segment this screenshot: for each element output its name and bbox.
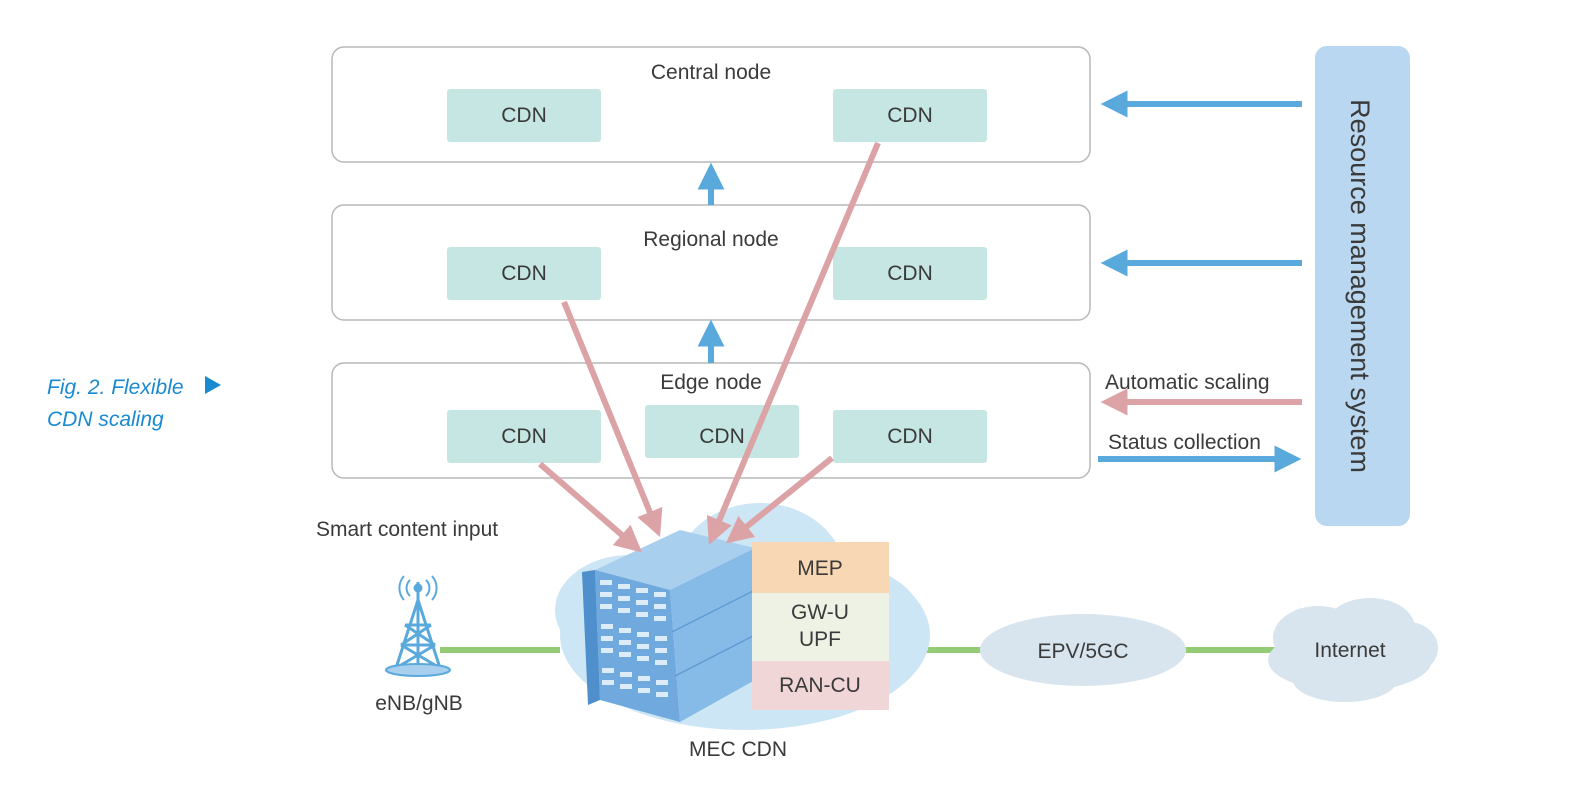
server-rack-icon (582, 530, 756, 722)
core-network-ellipse (980, 614, 1186, 686)
resource-management-label: Resource management system (1345, 99, 1375, 473)
arrow-regional-cdn-to-mec (561, 300, 663, 537)
arrow-edge-cdn-left-to-mec (538, 461, 643, 553)
cdn-label: CDN (501, 262, 547, 285)
regional-node-title: Regional node (643, 228, 778, 251)
cdn-label: CDN (501, 425, 547, 448)
central-node-title: Central node (651, 61, 771, 84)
gwu-label: GW-U (791, 601, 849, 624)
cdn-label: CDN (887, 104, 933, 127)
cloud-icon (1268, 598, 1438, 702)
upf-label: UPF (799, 628, 841, 651)
caption-line-2: CDN scaling (47, 408, 164, 431)
cdn-box (833, 247, 987, 300)
core-network-label: EPV/5GC (1037, 640, 1128, 663)
central-node: Central node CDN CDN (331, 46, 1091, 163)
cdn-box (833, 89, 987, 142)
edge-node-title: Edge node (660, 371, 762, 394)
cdn-label: CDN (887, 262, 933, 285)
regional-node: Regional node CDN CDN (331, 204, 1091, 321)
cdn-label: CDN (699, 425, 745, 448)
mec-cdn-label: MEC CDN (689, 738, 787, 761)
cdn-box (447, 89, 601, 142)
base-station-label: eNB/gNB (375, 692, 463, 715)
arrow-central-cdn-to-mec (706, 141, 881, 545)
internet-label: Internet (1314, 639, 1385, 662)
figure-caption: Fig. 2. Flexible CDN scaling (47, 372, 207, 436)
cdn-box (447, 247, 601, 300)
mep-label: MEP (797, 557, 843, 580)
arrow-edge-cdn-right-to-mec (725, 455, 834, 544)
cdn-box (833, 410, 987, 463)
cdn-box (447, 410, 601, 463)
cdn-label: CDN (501, 104, 547, 127)
gwu-upf-box (752, 593, 889, 661)
cdn-label: CDN (887, 425, 933, 448)
smart-content-input-label: Smart content input (316, 518, 498, 541)
caption-line-1: Fig. 2. Flexible (47, 376, 184, 399)
mec-stack: MEP GW-U UPF RAN-CU (752, 542, 889, 710)
resource-management-system: Resource management system (1315, 46, 1410, 526)
mep-box (752, 542, 889, 593)
edge-node: Edge node CDN CDN CDN (331, 362, 1091, 479)
status-collection-label: Status collection (1108, 431, 1261, 454)
triangle-right-icon (205, 376, 221, 394)
automatic-scaling-label: Automatic scaling (1105, 371, 1270, 394)
ran-cu-label: RAN-CU (779, 674, 861, 697)
ran-cu-box (752, 661, 889, 710)
radio-tower-icon (385, 575, 451, 677)
